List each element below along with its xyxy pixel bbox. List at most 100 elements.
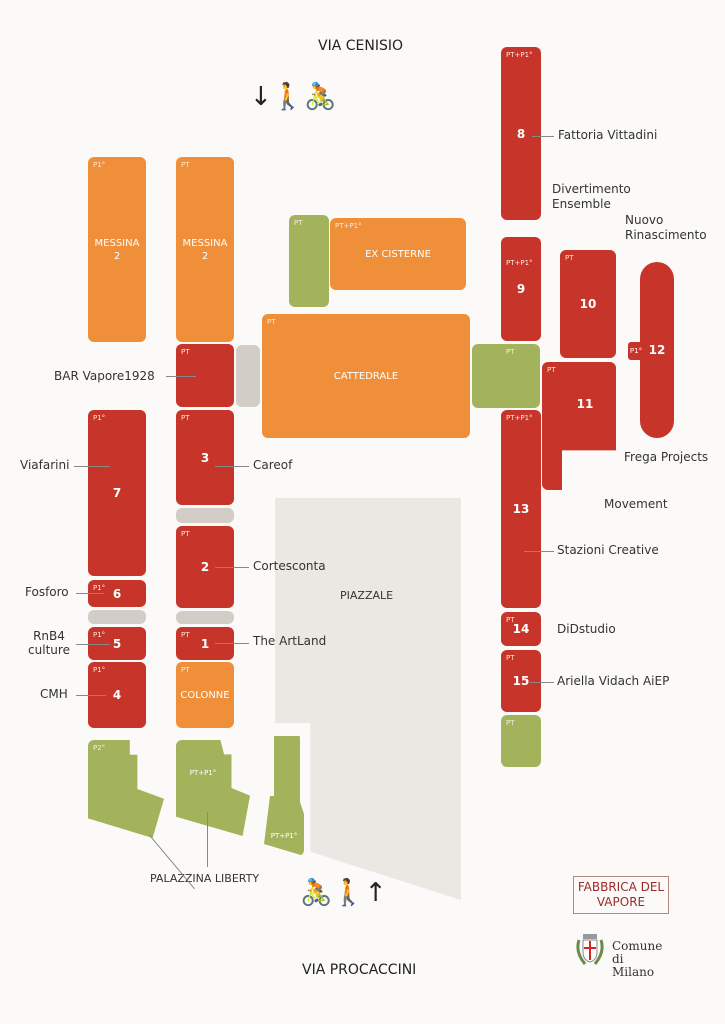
tenant-fosforo[interactable]: Fosforo — [25, 585, 69, 599]
building-number: 2 — [200, 560, 210, 574]
palazzina-liberty-3[interactable]: PT+P1° — [264, 736, 304, 856]
floor-label: PT+P1° — [335, 222, 362, 230]
floor-label: PT+P1° — [506, 414, 533, 422]
building-number: 14 — [512, 622, 530, 636]
connector — [236, 345, 260, 407]
building-number: 1 — [200, 636, 210, 651]
leader-line — [215, 643, 249, 644]
floor-label: PT — [181, 161, 190, 169]
building-12-tab: P1° — [628, 342, 644, 360]
building-number: 8 — [516, 126, 526, 141]
building-13[interactable]: PT+P1° 13 — [501, 410, 541, 608]
pedestrian-cyclist-direction-icon: ↓🚶🚴 — [250, 82, 337, 112]
tenant-didstudio[interactable]: DiDstudio — [557, 622, 616, 636]
floor-label: P2° — [93, 744, 106, 752]
building-number: 11 — [576, 397, 594, 411]
tenant-stazioni-creative[interactable]: Stazioni Creative — [557, 543, 659, 557]
building-ex-cisterne[interactable]: PT+P1° EX CISTERNE — [330, 218, 466, 290]
floor-label: PT — [294, 219, 303, 227]
tenant-nuovo-rinascimento[interactable]: Nuovo Rinascimento — [625, 213, 707, 242]
tenant-viafarini[interactable]: Viafarini — [20, 458, 70, 472]
building-7[interactable]: P1° 7 — [88, 410, 146, 576]
leader-line — [524, 551, 554, 552]
comune-milano-text: Comune di Milano — [612, 939, 663, 979]
palazzina-liberty-2[interactable]: PT+P1° — [176, 740, 250, 836]
tenant-divertimento-ensemble[interactable]: Divertimento Ensemble — [552, 182, 631, 211]
tenant-careof[interactable]: Careof — [253, 458, 293, 472]
building-5[interactable]: P1°5 — [88, 627, 146, 660]
tenant-cortesconta[interactable]: Cortesconta — [253, 559, 326, 573]
building-cattedrale[interactable]: PT CATTEDRALE — [262, 314, 470, 438]
building-number: 4 — [112, 688, 122, 702]
building-messina-2-p1[interactable]: P1°MESSINA 2 — [88, 157, 146, 342]
building-number: 12 — [648, 343, 666, 357]
building-bar[interactable]: PT — [176, 344, 234, 407]
piazzale-label: PIAZZALE — [340, 589, 394, 602]
floor-label: P1° — [93, 414, 106, 422]
floor-label: PT — [267, 318, 276, 326]
building-11[interactable]: PT 11 — [542, 362, 616, 490]
connector — [176, 611, 234, 624]
floor-label: PT — [506, 719, 515, 727]
building-green-bottom[interactable]: PT — [501, 715, 541, 767]
building-number: 5 — [112, 636, 122, 651]
floor-label: PT — [181, 414, 190, 422]
building-number: 7 — [112, 486, 122, 500]
tenant-fattoria-vittadini[interactable]: Fattoria Vittadini — [558, 128, 658, 142]
building-green-mid[interactable]: PT — [472, 344, 540, 408]
building-3[interactable]: PT 3 — [176, 410, 234, 505]
tenant-cmh[interactable]: CMH — [40, 687, 68, 701]
building-8[interactable]: PT+P1° 8 — [501, 47, 541, 220]
building-number: 9 — [516, 282, 526, 296]
building-name: EX CISTERNE — [365, 248, 431, 260]
leader-line — [76, 695, 106, 696]
tenant-ariella-vidach[interactable]: Ariella Vidach AiEP — [557, 674, 670, 688]
leader-line — [207, 812, 208, 867]
floor-label: PT+P1° — [506, 259, 533, 267]
leader-line — [215, 567, 249, 568]
floor-label: PT — [181, 631, 190, 639]
building-messina-2-pt[interactable]: PT MESSINA 2 — [176, 157, 234, 342]
floor-label: PT+P1° — [189, 769, 217, 777]
building-name: MESSINA 2 — [182, 237, 228, 262]
leader-line — [76, 644, 110, 645]
building-number: 3 — [200, 450, 210, 465]
building-name: CATTEDRALE — [333, 370, 399, 382]
floor-label: PT — [547, 366, 556, 374]
floor-label: PT — [506, 616, 515, 624]
tenant-bar-vapore[interactable]: BAR Vapore1928 — [54, 369, 155, 383]
tenant-movement[interactable]: Movement — [604, 497, 668, 511]
floor-label: P1° — [93, 666, 106, 674]
building-12[interactable]: 12 — [640, 262, 674, 438]
building-cisterne-green[interactable]: PT — [289, 215, 329, 307]
tenant-rnb4-culture[interactable]: RnB4 culture — [28, 629, 70, 657]
building-number: 6 — [112, 586, 122, 601]
floor-label: PT — [506, 348, 515, 356]
connector — [176, 508, 234, 523]
floor-label: PT — [181, 530, 190, 538]
leader-line — [76, 593, 104, 594]
tenant-frega-projects[interactable]: Frega Projects — [624, 450, 709, 464]
floor-label: PT — [181, 666, 190, 674]
tenant-the-artland[interactable]: The ArtLand — [253, 634, 327, 648]
leader-line — [74, 466, 110, 467]
building-9[interactable]: PT+P1° 9 — [501, 237, 541, 341]
connector — [88, 610, 146, 624]
floor-label: P1° — [93, 584, 106, 592]
leader-line — [166, 376, 196, 377]
floor-label: PT+P1° — [506, 51, 533, 59]
building-name: COLONNE — [180, 689, 230, 701]
street-north: VIA CENISIO — [318, 38, 403, 54]
building-number: 13 — [512, 502, 530, 516]
street-south: VIA PROCACCINI — [302, 962, 417, 978]
building-colonne[interactable]: PT COLONNE — [176, 662, 234, 728]
leader-line — [215, 466, 249, 467]
palazzina-liberty-1[interactable]: P2° — [88, 740, 164, 838]
floor-label: PT — [506, 654, 515, 662]
leader-line — [530, 682, 554, 683]
comune-milano-crest-icon — [572, 930, 608, 970]
